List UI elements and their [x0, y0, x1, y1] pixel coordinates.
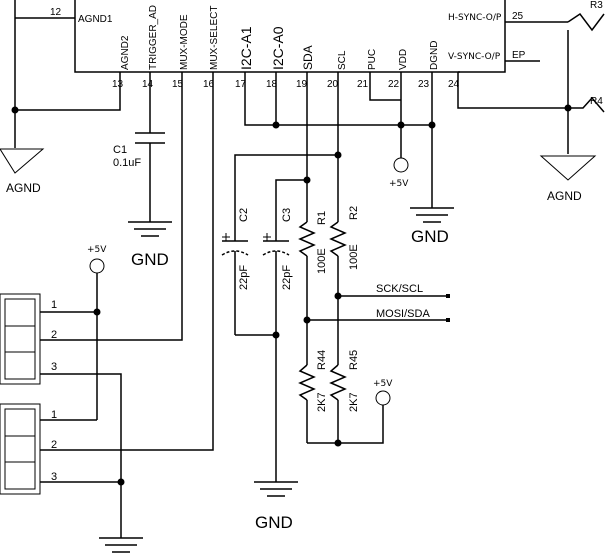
- pin-trigger-label: TRIGGER_AD: [148, 5, 159, 70]
- r1-ref: R1: [316, 211, 328, 225]
- gnd-dgnd-label: GND: [411, 227, 449, 246]
- c3-value: 22pF: [281, 265, 293, 290]
- pin-22-number: 22: [388, 79, 400, 90]
- vdd-bus: +5V GND: [244, 72, 454, 246]
- conn-supply-symbol: [89, 258, 105, 274]
- pullup-supply: +5V: [307, 379, 393, 447]
- sck-label: SCK/SCL: [376, 283, 423, 295]
- r4-label: R4: [590, 96, 603, 107]
- pin-i2c-a0-label: I2C-A0: [270, 26, 286, 70]
- conn1-pin-2: 2: [51, 329, 57, 341]
- pin-20-number: 20: [327, 79, 339, 90]
- conn-supply-label: +5V: [87, 245, 107, 255]
- c2-value: 22pF: [238, 265, 250, 290]
- pin-24-number: 24: [448, 79, 460, 90]
- ic-pin-numbers: 13 14 15 16 17 18 19 20 21 22 23 24: [112, 79, 460, 90]
- pin-15-number: 15: [172, 79, 184, 90]
- pin-vdd-label: VDD: [398, 49, 409, 70]
- r44-resistor: R44 2K7: [298, 350, 328, 443]
- connector-supply: +5V: [40, 245, 107, 421]
- pin-puc-label: PUC: [367, 49, 378, 70]
- ic-right-side: H-SYNC-O/P V-SYNC-O/P 25 EP R3 R4 AGND: [448, 0, 605, 203]
- c2-ref: C2: [238, 208, 250, 222]
- vdd-supply-symbol: [393, 157, 409, 173]
- pin-23-number: 23: [418, 79, 430, 90]
- connector-2: 1 2 3: [0, 403, 125, 495]
- r2-ref: R2: [348, 206, 360, 220]
- pin-mux-mode-label: MUX-MODE: [179, 14, 190, 70]
- r45-value: 2K7: [348, 392, 360, 412]
- pullup-supply-symbol: [375, 390, 391, 406]
- r44-value: 2K7: [316, 392, 328, 412]
- gnd-bottom-left: [99, 537, 143, 553]
- pin-scl-label: SCL: [337, 50, 348, 70]
- c1-capacitor: C1 0.1uF GND: [113, 72, 172, 269]
- agnd-left-symbol: [0, 148, 45, 174]
- signal-outputs: SCK/SCL MOSI/SDA: [303, 283, 450, 324]
- pin-12-agnd1: 12 AGND1: [15, 7, 113, 25]
- ic-pin-names: AGND2 TRIGGER_AD MUX-MODE MUX-SELECT I2C…: [120, 5, 440, 70]
- pin-13-number: 13: [112, 79, 124, 90]
- c2-capacitor: C2 22pF: [221, 208, 250, 335]
- gnd-caps: GND: [254, 481, 298, 532]
- r45-ref: R45: [348, 350, 360, 370]
- mosi-label: MOSI/SDA: [376, 308, 430, 320]
- pin-12-name: AGND1: [78, 14, 113, 25]
- connector-1: 1 2 3: [0, 293, 122, 538]
- conn1-pin-1: 1: [51, 299, 57, 311]
- pin-14-number: 14: [142, 79, 154, 90]
- hsync-label: H-SYNC-O/P: [448, 13, 502, 23]
- pin-dgnd-label: DGND: [429, 41, 440, 70]
- c3-capacitor: C3 22pF: [262, 208, 293, 482]
- gnd-c1-label: GND: [131, 250, 169, 269]
- gnd-caps-label: GND: [255, 513, 293, 532]
- pullup-supply-label: +5V: [373, 379, 393, 389]
- ic-body: [74, 0, 506, 73]
- pin-19-number: 19: [296, 79, 308, 90]
- conn2-pin-3: 3: [51, 471, 57, 483]
- agnd-left-label: AGND: [6, 181, 41, 195]
- conn2-pin-1: 1: [51, 409, 57, 421]
- pin-18-number: 18: [266, 79, 278, 90]
- r2-resistor: R2 100E: [329, 206, 360, 365]
- conn1-pin-3: 3: [51, 361, 57, 373]
- agnd-left: AGND: [0, 0, 121, 195]
- pin-25-number: 25: [512, 11, 524, 22]
- c1-ref: C1: [113, 144, 127, 156]
- c3-ref: C3: [281, 208, 293, 222]
- i2c-lines: [234, 72, 342, 230]
- c1-value: 0.1uF: [113, 157, 141, 169]
- pin-21-number: 21: [357, 79, 369, 90]
- vdd-supply-label: +5V: [389, 179, 409, 189]
- conn2-pin-2: 2: [51, 439, 57, 451]
- mux-mode-trace: [40, 72, 183, 341]
- r3-label: R3: [590, 0, 603, 11]
- pin-i2c-a1-label: I2C-A1: [238, 26, 254, 70]
- r1-resistor: R1 100E: [298, 211, 328, 365]
- r2-value: 100E: [348, 244, 360, 270]
- pin-agnd2-label: AGND2: [120, 35, 131, 70]
- pin-16-number: 16: [203, 79, 215, 90]
- r44-ref: R44: [316, 350, 328, 370]
- pin-mux-select-label: MUX-SELECT: [209, 6, 220, 70]
- agnd-right-label: AGND: [547, 189, 582, 203]
- agnd-right-symbol: [539, 155, 597, 181]
- vsync-label: V-SYNC-O/P: [448, 52, 501, 62]
- ep-label: EP: [512, 50, 526, 61]
- pin-12-number: 12: [50, 7, 62, 18]
- r45-resistor: R45 2K7: [329, 350, 360, 443]
- r1-value: 100E: [316, 248, 328, 274]
- pin-sda-label: SDA: [301, 45, 315, 70]
- mux-select-trace: [40, 72, 214, 451]
- pin-17-number: 17: [235, 79, 247, 90]
